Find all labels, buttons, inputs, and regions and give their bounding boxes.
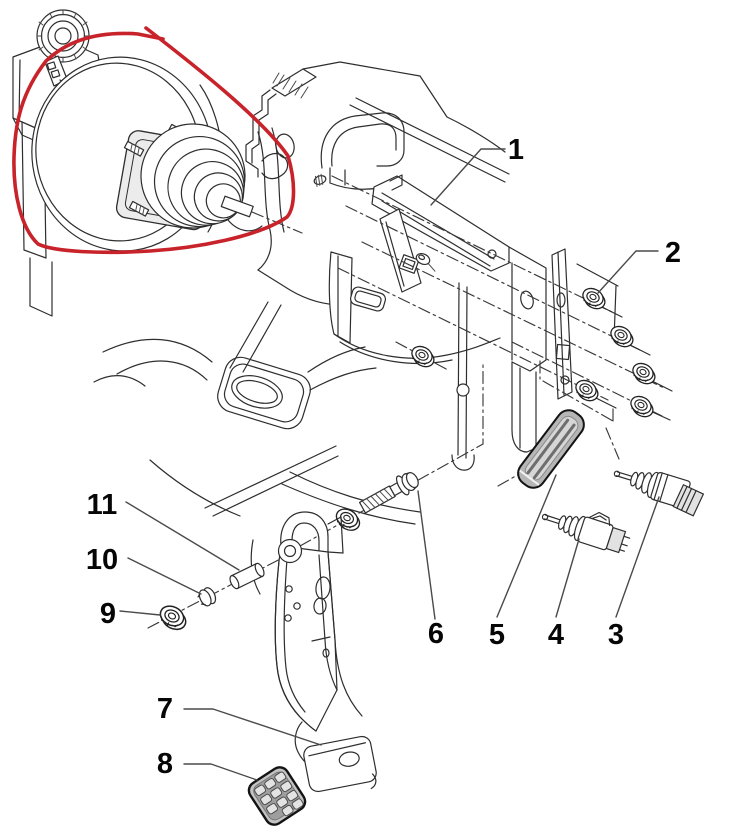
callout-4-leader (555, 538, 580, 618)
brake-pedal (274, 511, 377, 793)
callout-2-leader (597, 250, 659, 294)
pedal-buffer (497, 360, 614, 489)
callout-11-label: 11 (87, 489, 118, 521)
callout-5-leader (496, 474, 557, 618)
callout-5-label: 5 (489, 619, 505, 651)
callout-3-label: 3 (608, 619, 624, 651)
brake-booster (31, 56, 303, 252)
callout-10-label: 10 (86, 544, 118, 576)
washer-10 (197, 587, 217, 607)
reservoir-cap (36, 9, 90, 63)
callout-6-leader (417, 490, 436, 620)
callout-3-leader (615, 496, 660, 618)
callout-7-label: 7 (157, 693, 173, 725)
callout-8-label: 8 (157, 748, 173, 780)
booster-bellows (140, 123, 254, 229)
nut-9 (155, 601, 191, 634)
callout-2-label: 2 (665, 237, 681, 269)
callouts: 1 2 3 4 5 6 7 8 9 10 11 (86, 134, 681, 781)
callout-8-leader (183, 763, 258, 781)
brake-light-switch (613, 470, 705, 517)
callout-4-label: 4 (548, 619, 564, 651)
callout-1-leader (430, 148, 506, 206)
pedal-bracket (328, 174, 619, 471)
mounting-nuts (331, 175, 673, 421)
pedal-pad (247, 766, 307, 826)
spacer-sleeve-11 (229, 562, 265, 590)
nut-2e (626, 392, 658, 421)
callout-7-leader (183, 708, 322, 746)
callout-9-leader (119, 610, 161, 616)
pivot-bolt (331, 472, 419, 535)
switch-4 (541, 511, 631, 554)
pivot-hardware (155, 562, 265, 634)
floor-pan (93, 301, 421, 595)
booster-highlight-annotation (12, 26, 296, 255)
callout-1-label: 1 (508, 134, 524, 166)
callout-6-label: 6 (428, 618, 444, 650)
callout-10-leader (127, 557, 202, 595)
callout-11-leader (125, 501, 240, 571)
callout-9-label: 9 (100, 598, 116, 630)
